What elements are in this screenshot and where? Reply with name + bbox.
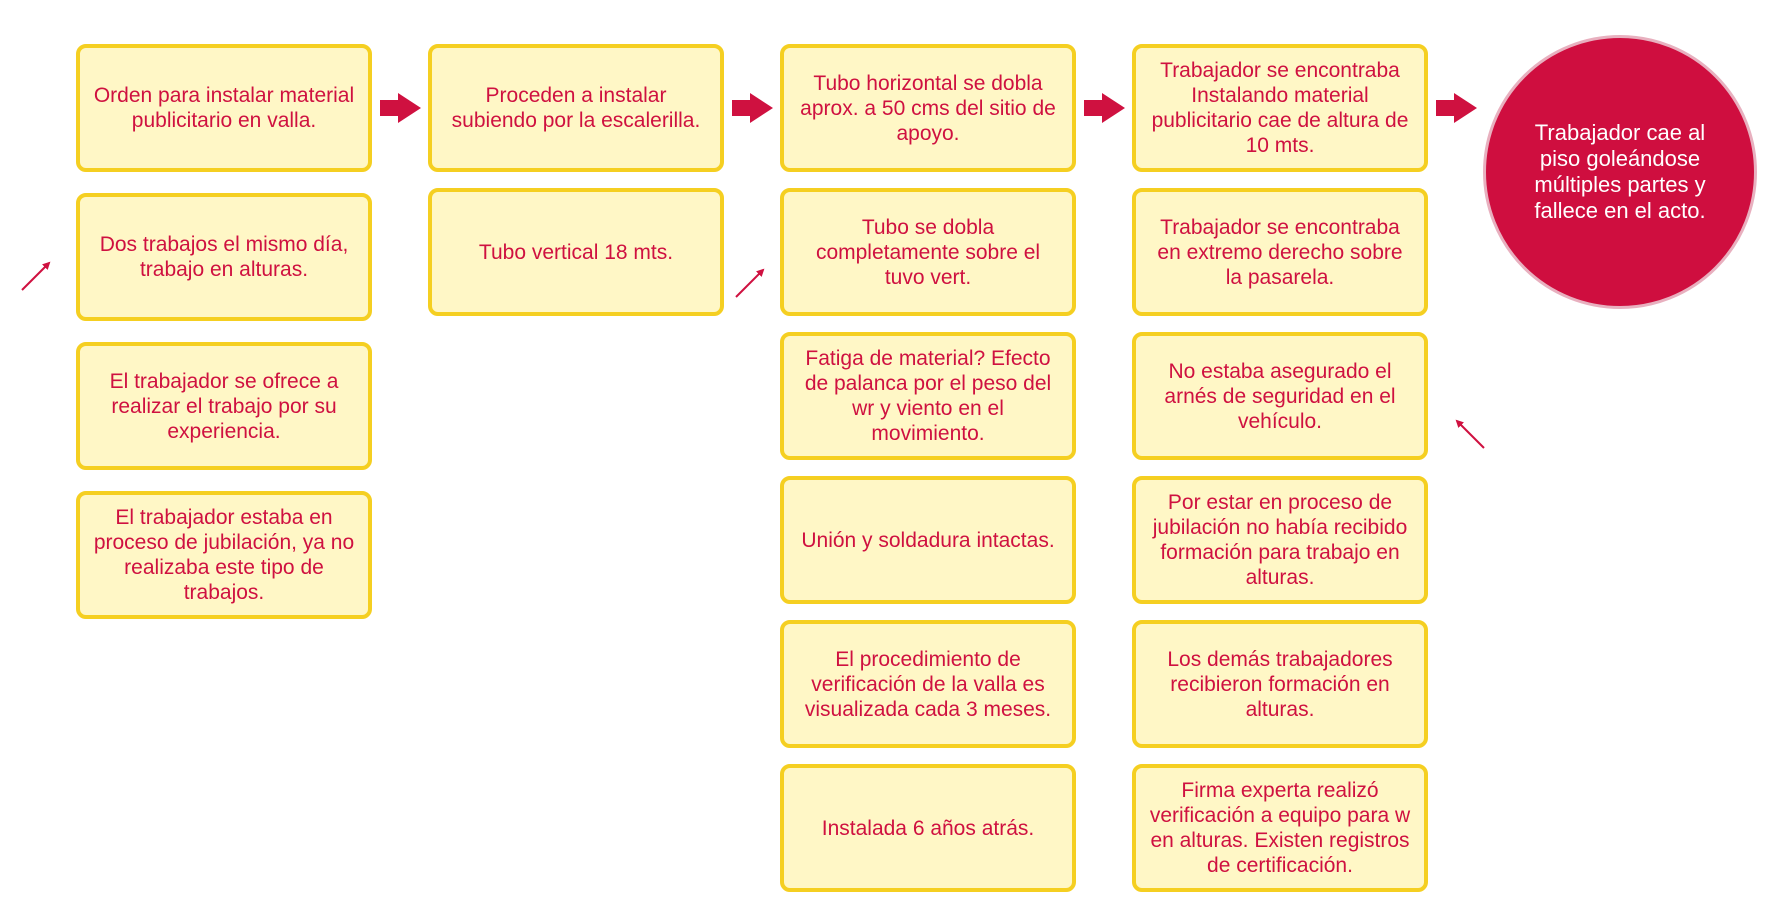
outcome-circle: Trabajador cae al piso goleándose múltip… (1483, 35, 1757, 309)
flow-box: Trabajador se encontraba en extremo dere… (1132, 188, 1428, 316)
flow-box: El trabajador estaba en proceso de jubil… (76, 491, 372, 619)
flow-box: Tubo vertical 18 mts. (428, 188, 724, 316)
box-text: Trabajador se encontraba en extremo dere… (1157, 215, 1403, 289)
right-arrow-icon (732, 93, 773, 123)
box-text: Tubo se dobla completamente sobre el tuv… (815, 215, 1041, 289)
box-text: El trabajador estaba en proceso de jubil… (93, 506, 355, 604)
box-text: Los demás trabajadores recibieron formac… (1167, 647, 1393, 721)
box-text: Orden para instalar material publicitari… (93, 84, 355, 132)
flow-box: No estaba asegurado el arnés de segurida… (1132, 332, 1428, 460)
right-arrow-icon (1436, 93, 1477, 123)
box-text: El trabajador se ofrece a realizar el tr… (109, 369, 339, 443)
box-text: Trabajador se encontraba Instalando mate… (1151, 59, 1409, 157)
box-text: Tubo horizontal se dobla aprox. a 50 cms… (800, 71, 1056, 145)
flow-box: Orden para instalar material publicitari… (76, 44, 372, 172)
flow-box: Los demás trabajadores recibieron formac… (1132, 620, 1428, 748)
outcome-text: Trabajador cae al piso goleándose múltip… (1534, 120, 1706, 223)
flow-box: Dos trabajos el mismo día, trabajo en al… (76, 193, 372, 321)
flow-box: Firma experta realizó verificación a equ… (1132, 764, 1428, 892)
box-text: Unión y soldadura intactas. (801, 528, 1055, 552)
flow-box: Unión y soldadura intactas. (780, 476, 1076, 604)
flow-box: El trabajador se ofrece a realizar el tr… (76, 342, 372, 470)
box-text: El procedimiento de verificación de la v… (804, 647, 1052, 721)
box-text: Instalada 6 años atrás. (821, 816, 1035, 840)
right-arrow-icon (1084, 93, 1125, 123)
flow-box: Tubo horizontal se dobla aprox. a 50 cms… (780, 44, 1076, 172)
diagonal-arrow-icon (1455, 419, 1485, 449)
flow-box: Trabajador se encontraba Instalando mate… (1132, 44, 1428, 172)
box-text: Firma experta realizó verificación a equ… (1149, 779, 1411, 877)
flow-box: Fatiga de material? Efecto de palanca po… (780, 332, 1076, 460)
flow-box: Instalada 6 años atrás. (780, 764, 1076, 892)
flow-box: El procedimiento de verificación de la v… (780, 620, 1076, 748)
diagonal-arrow-icon (735, 268, 765, 298)
box-text: No estaba asegurado el arnés de segurida… (1164, 359, 1396, 433)
box-text: Fatiga de material? Efecto de palanca po… (804, 347, 1052, 445)
box-text: Por estar en proceso de jubilación no ha… (1152, 491, 1408, 589)
diagonal-arrow-icon (21, 261, 51, 291)
flow-box: Tubo se dobla completamente sobre el tuv… (780, 188, 1076, 316)
right-arrow-icon (380, 93, 421, 123)
flow-box: Por estar en proceso de jubilación no ha… (1132, 476, 1428, 604)
box-text: Tubo vertical 18 mts. (478, 240, 674, 264)
box-text: Dos trabajos el mismo día, trabajo en al… (99, 233, 349, 281)
box-text: Proceden a instalar subiendo por la esca… (451, 84, 701, 132)
flow-box: Proceden a instalar subiendo por la esca… (428, 44, 724, 172)
